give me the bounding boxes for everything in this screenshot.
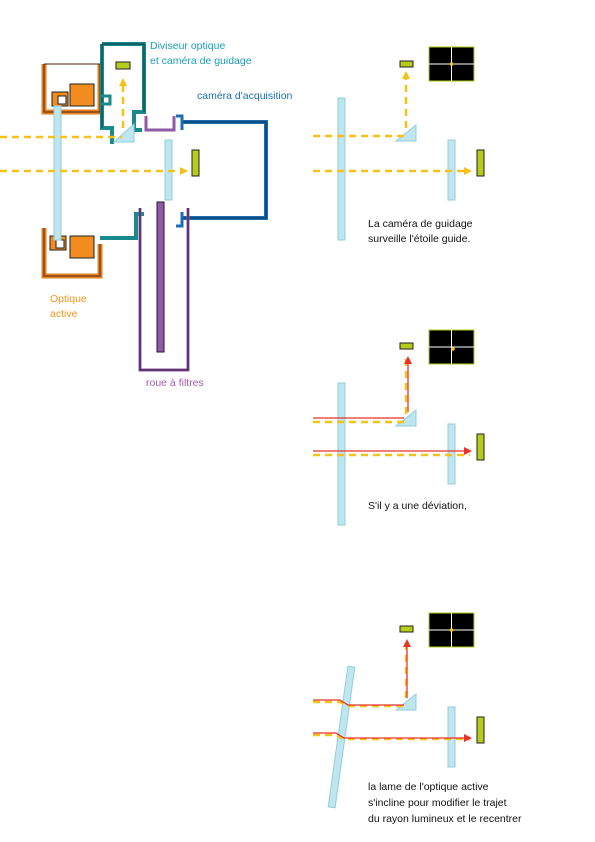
- guide-star-marker: [449, 62, 454, 66]
- filter-wheel: [138, 116, 190, 372]
- divider-label-line2: et caméra de guidage: [150, 55, 252, 67]
- divider-housing: [100, 42, 146, 144]
- panel-1-caption-line1: La caméra de guidage: [368, 218, 473, 230]
- panel-2-caption-line1: S'il y a une déviation,: [368, 500, 467, 512]
- acquisition-sensor: [476, 433, 485, 461]
- light-beams: [313, 71, 472, 175]
- guide-monitor-icon: [428, 612, 475, 648]
- active-optic-plate: [337, 97, 346, 241]
- light-beams: [0, 78, 188, 175]
- reference-beams: [313, 355, 470, 457]
- active-optic-plate: [53, 105, 62, 241]
- motor-icon: [69, 83, 95, 107]
- active-optic-label-line1: Optique: [50, 293, 87, 305]
- filter-wheel-label: roue à filtres: [146, 377, 204, 389]
- guide-monitor-icon: [428, 329, 475, 365]
- guide-camera-sensor: [115, 61, 131, 70]
- corrected-beams: [313, 639, 472, 742]
- panel-3: la lame de l'optique active s'incline po…: [313, 612, 522, 825]
- active-optic-bottom-housing: [41, 228, 103, 279]
- active-optic-label-line2: active: [50, 308, 78, 320]
- panel-2: S'il y a une déviation,: [313, 329, 485, 526]
- reference-beams: [313, 638, 470, 741]
- guide-camera-sensor: [399, 625, 414, 633]
- active-optic-top-housing: [41, 63, 103, 115]
- acquisition-label: caméra d'acquisition: [197, 90, 293, 102]
- panel-1: La caméra de guidage surveille l'étoile …: [313, 46, 485, 245]
- acquisition-sensor: [476, 149, 485, 177]
- panel-1-caption-line2: surveille l'étoile guide.: [368, 233, 470, 245]
- motor-icon: [69, 235, 95, 259]
- guide-camera-sensor: [399, 60, 414, 68]
- panel-3-caption-line3: du rayon lumineux et le recentrer: [368, 813, 522, 825]
- acquisition-sensor: [191, 149, 200, 177]
- lower-connector: [100, 212, 144, 240]
- relay-lens: [447, 706, 456, 768]
- acquisition-housing: [176, 114, 268, 228]
- acquisition-sensor: [476, 716, 485, 744]
- panel-3-caption-line2: s'incline pour modifier le trajet: [368, 797, 507, 809]
- instrument-schematic: Diviseur optique et caméra de guidage ca…: [0, 40, 293, 389]
- guide-monitor-icon: [428, 46, 475, 82]
- guide-camera-sensor: [399, 342, 414, 350]
- guide-star-marker: [451, 347, 455, 351]
- divider-label-line1: Diviseur optique: [150, 40, 225, 52]
- deviated-beams: [313, 356, 472, 455]
- beam-splitter-prism: [112, 122, 135, 143]
- panel-3-caption-line1: la lame de l'optique active: [368, 781, 489, 793]
- guide-star-marker: [449, 628, 454, 632]
